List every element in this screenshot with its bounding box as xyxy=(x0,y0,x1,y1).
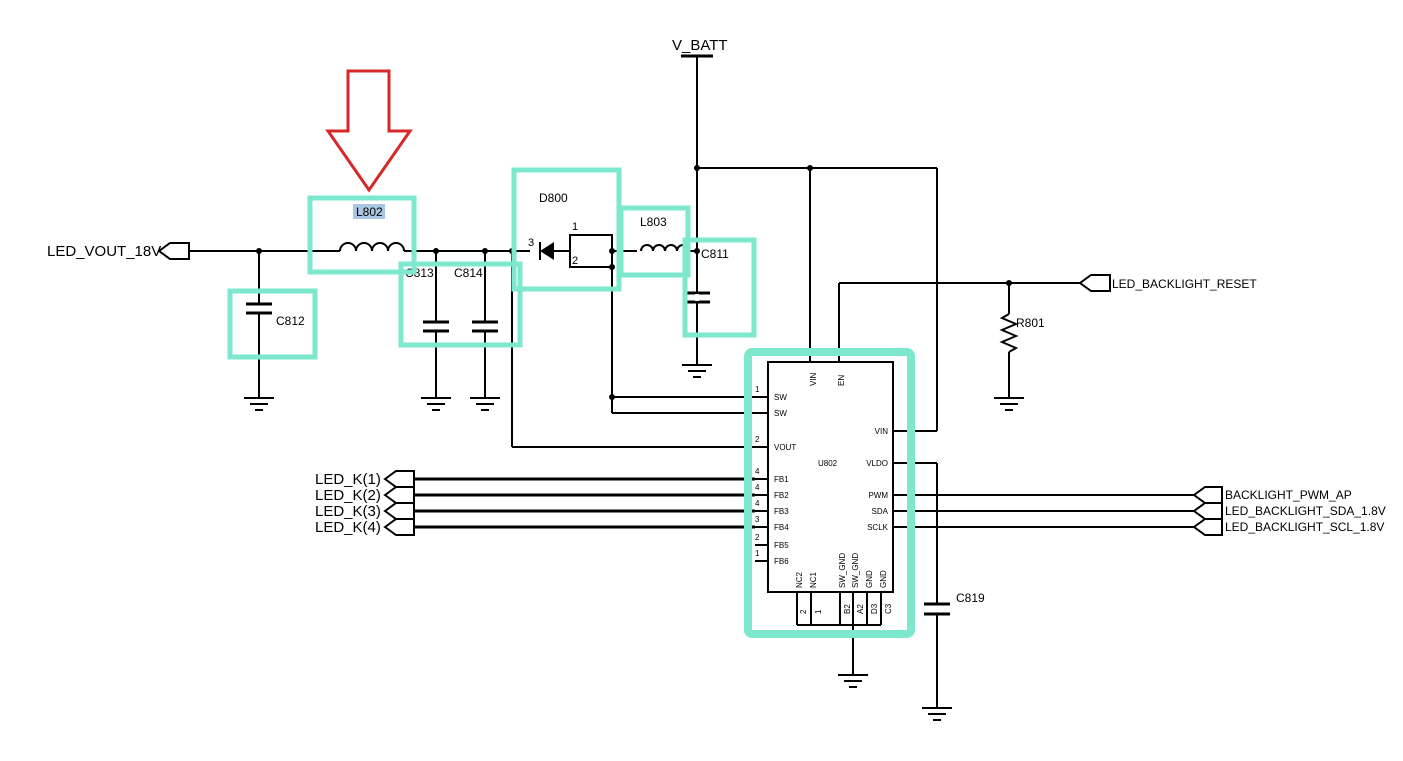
ic-pinnum-c3: C3 xyxy=(884,603,893,614)
net-led-k3: LED_K(3) xyxy=(315,503,381,520)
ic-pinnum-a2: A2 xyxy=(856,604,865,614)
ic-pin-vout: VOUT xyxy=(774,443,796,452)
ic-pin-nc2: NC2 xyxy=(795,571,804,588)
ic-pinnum-nc1: 1 xyxy=(814,609,823,614)
ic-pinnum-fb6: 1 xyxy=(755,549,760,558)
ic-pin-sw2: SW xyxy=(774,409,787,418)
ref-r801: R801 xyxy=(1016,316,1045,330)
net-led-k1: LED_K(1) xyxy=(315,471,381,488)
ic-pinnum-fb5: 2 xyxy=(755,533,760,542)
ic-pin-pwm: PWM xyxy=(868,491,888,500)
ic-pin-sclk: SCLK xyxy=(867,523,889,532)
led-k-connectors xyxy=(383,470,755,536)
ic-pinnum-fb3: 4 xyxy=(755,499,760,508)
ic-u802-body xyxy=(767,361,894,593)
ic-pin-vin-top: VIN xyxy=(809,372,818,386)
ic-pinnum-nc2: 2 xyxy=(799,609,808,614)
ic-pin-gnd1: GND xyxy=(865,570,874,588)
ic-pinnum-fb4: 3 xyxy=(755,515,760,524)
ref-c811: C811 xyxy=(701,247,729,261)
ic-pin-sw-gnd1: SW_GND xyxy=(838,553,847,588)
ic-pin-fb2: FB2 xyxy=(774,491,789,500)
ic-pinnum-sw1: 1 xyxy=(755,385,760,394)
ic-pin-sw-gnd2: SW_GND xyxy=(851,553,860,588)
red-arrow-icon xyxy=(325,69,413,193)
highlight-c812 xyxy=(227,288,318,360)
ic-left-pins: SW SW VOUT FB1 FB2 FB3 FB4 FB5 FB6 1 2 4… xyxy=(755,385,796,566)
ref-u802: U802 xyxy=(818,459,838,468)
ic-pinnum-b2: B2 xyxy=(843,604,852,614)
ref-d800: D800 xyxy=(539,191,568,205)
net-v-batt: V_BATT xyxy=(672,37,728,54)
ic-pinnum-vout: 2 xyxy=(755,435,760,444)
ic-pin-sda: SDA xyxy=(872,507,889,516)
highlight-u802 xyxy=(744,348,915,638)
ic-pin-gnd2: GND xyxy=(879,570,888,588)
ic-right-pins: VIN VLDO PWM SDA SCLK xyxy=(866,427,888,532)
net-backlight-sda: LED_BACKLIGHT_SDA_1.8V xyxy=(1225,504,1386,518)
ic-pin-en: EN xyxy=(837,375,846,386)
highlight-l802 xyxy=(307,195,417,275)
ic-pinnum-fb1: 4 xyxy=(755,467,760,476)
highlight-c811 xyxy=(682,237,757,338)
ref-c819: C819 xyxy=(956,591,985,605)
control-signal-connectors xyxy=(893,486,1223,536)
ref-c812: C812 xyxy=(276,314,305,328)
ic-pin-fb4: FB4 xyxy=(774,523,789,532)
net-led-k2: LED_K(2) xyxy=(315,487,381,504)
ic-pin-vldo: VLDO xyxy=(866,459,888,468)
highlight-c813-c814 xyxy=(398,261,523,348)
net-backlight-scl: LED_BACKLIGHT_SCL_1.8V xyxy=(1225,520,1384,534)
ref-l802: L802 xyxy=(356,205,383,219)
ref-l803: L803 xyxy=(640,215,667,229)
net-led-k4: LED_K(4) xyxy=(315,519,381,536)
ic-pinnum-d3: D3 xyxy=(870,603,879,614)
ic-pin-fb3: FB3 xyxy=(774,507,789,516)
d800-pin2: 2 xyxy=(572,255,578,267)
net-backlight-reset: LED_BACKLIGHT_RESET xyxy=(1112,277,1257,291)
ic-pin-vin-right: VIN xyxy=(875,427,889,436)
highlight-d800 xyxy=(511,167,622,292)
ic-pin-fb1: FB1 xyxy=(774,475,789,484)
net-backlight-pwm-ap: BACKLIGHT_PWM_AP xyxy=(1225,488,1352,502)
net-led-vout: LED_VOUT_18V xyxy=(47,243,161,260)
ref-c814: C814 xyxy=(454,266,483,280)
d800-pin3: 3 xyxy=(528,237,534,249)
ic-pinnum-fb2: 4 xyxy=(755,483,760,492)
ic-pin-fb6: FB6 xyxy=(774,557,789,566)
ic-bottom-pins: NC2 NC1 SW_GND SW_GND GND GND 2 1 B2 A2 … xyxy=(795,553,893,688)
ic-pin-fb5: FB5 xyxy=(774,541,789,550)
ic-pin-nc1: NC1 xyxy=(809,571,818,588)
ic-pin-sw1: SW xyxy=(774,393,787,402)
d800-pin1: 1 xyxy=(572,221,578,233)
